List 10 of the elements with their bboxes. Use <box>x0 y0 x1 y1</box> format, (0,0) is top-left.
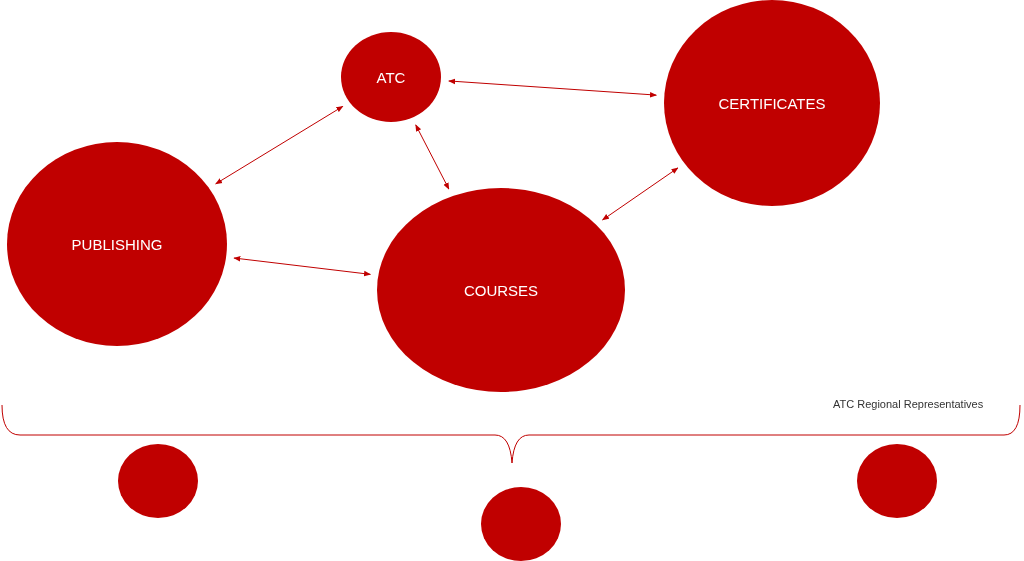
double-arrow <box>215 105 344 185</box>
node-label: COURSES <box>463 281 539 299</box>
node-label: ATC <box>376 68 406 86</box>
double-arrow <box>233 256 372 277</box>
node-label: CERTIFICATES <box>718 94 826 112</box>
node-label: PUBLISHING <box>71 235 163 253</box>
double-arrow <box>602 167 679 221</box>
double-arrow <box>448 78 657 98</box>
double-arrow <box>415 124 450 190</box>
group-label: ATC Regional Representatives <box>833 398 984 410</box>
